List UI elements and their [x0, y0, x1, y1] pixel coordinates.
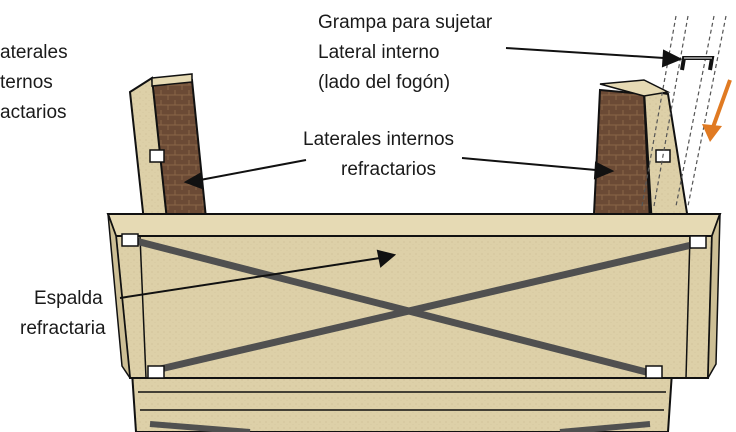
annotation-labels: Grampa para sujetar Lateral interno (lad… — [0, 12, 493, 339]
center-label-line2: refractarios — [341, 159, 436, 180]
strap-anchors — [121, 233, 707, 379]
center-label-line1: Laterales internos — [303, 129, 454, 150]
grampa-label-line3: (lado del fogón) — [318, 72, 450, 93]
staple-clamp-icon — [680, 56, 715, 71]
left-cut-label-line1: aterales — [0, 42, 68, 63]
cross-straps — [128, 236, 700, 378]
down-arrow-icon — [702, 79, 732, 142]
grampa-label-line1: Grampa para sujetar — [318, 12, 493, 33]
left-cut-label-line2: ternos — [0, 72, 53, 93]
espalda-label-line1: Espalda — [34, 288, 103, 309]
grampa-label-line2: Lateral interno — [318, 42, 439, 63]
clamp-guide-lines — [641, 15, 727, 207]
leader-arrows — [119, 47, 683, 299]
back-board — [106, 213, 722, 379]
right-inner-lateral — [592, 79, 692, 234]
espalda-label-line2: refractaria — [20, 318, 106, 339]
left-cut-label-line3: actarios — [0, 102, 67, 123]
